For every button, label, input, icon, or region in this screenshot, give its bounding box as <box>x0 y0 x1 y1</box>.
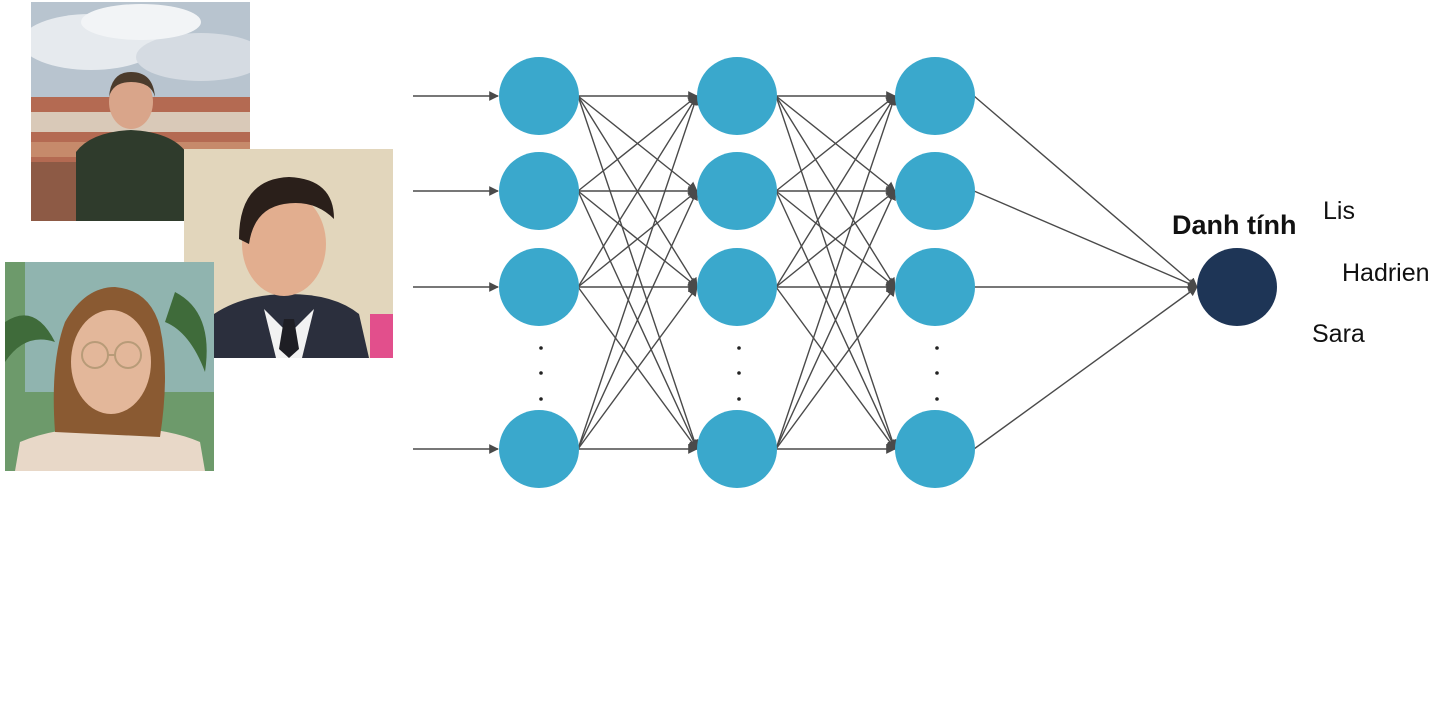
connection-edge <box>577 286 698 450</box>
connection-edge <box>775 95 896 288</box>
ellipsis-dot <box>737 346 741 350</box>
person-photo-outdoor <box>31 2 250 221</box>
connection-edge <box>577 95 699 450</box>
neuron-node <box>697 152 777 230</box>
neuron-node <box>499 57 579 135</box>
ellipsis-dot <box>737 371 741 375</box>
ellipsis-dot <box>935 397 939 401</box>
neuron-node <box>697 57 777 135</box>
connection-edge <box>577 95 698 288</box>
identity-name-sara: Sara <box>1312 320 1365 348</box>
output-edge <box>973 190 1198 289</box>
output-title: Danh tính <box>1172 210 1297 240</box>
connection-edge <box>775 190 896 288</box>
neuron-node <box>499 248 579 326</box>
neuron-node <box>895 152 975 230</box>
neuron-node <box>895 57 975 135</box>
ellipsis-dot <box>935 346 939 350</box>
connection-edge <box>775 190 896 450</box>
neuron-node <box>895 410 975 488</box>
person-photo-glasses <box>5 262 214 471</box>
output-edge <box>973 95 1198 288</box>
connection-edge <box>775 286 896 450</box>
person-photo-suit <box>184 149 393 358</box>
neuron-node <box>499 152 579 230</box>
ellipsis-dot <box>539 371 543 375</box>
neuron-node <box>895 248 975 326</box>
output-edge <box>973 286 1198 450</box>
identity-name-hadrien: Hadrien <box>1342 259 1430 287</box>
connection-edge <box>577 95 698 192</box>
output-node <box>1197 248 1277 326</box>
connection-edge <box>775 95 896 192</box>
ellipsis-dot <box>935 371 939 375</box>
connection-edge <box>577 190 698 288</box>
ellipsis-dot <box>539 346 543 350</box>
identity-name-lis: Lis <box>1323 197 1355 225</box>
connection-edge <box>775 95 897 450</box>
neuron-node <box>697 410 777 488</box>
neuron-node <box>697 248 777 326</box>
connection-edge <box>577 190 698 450</box>
ellipsis-dot <box>737 397 741 401</box>
ellipsis-dot <box>539 397 543 401</box>
neuron-node <box>499 410 579 488</box>
